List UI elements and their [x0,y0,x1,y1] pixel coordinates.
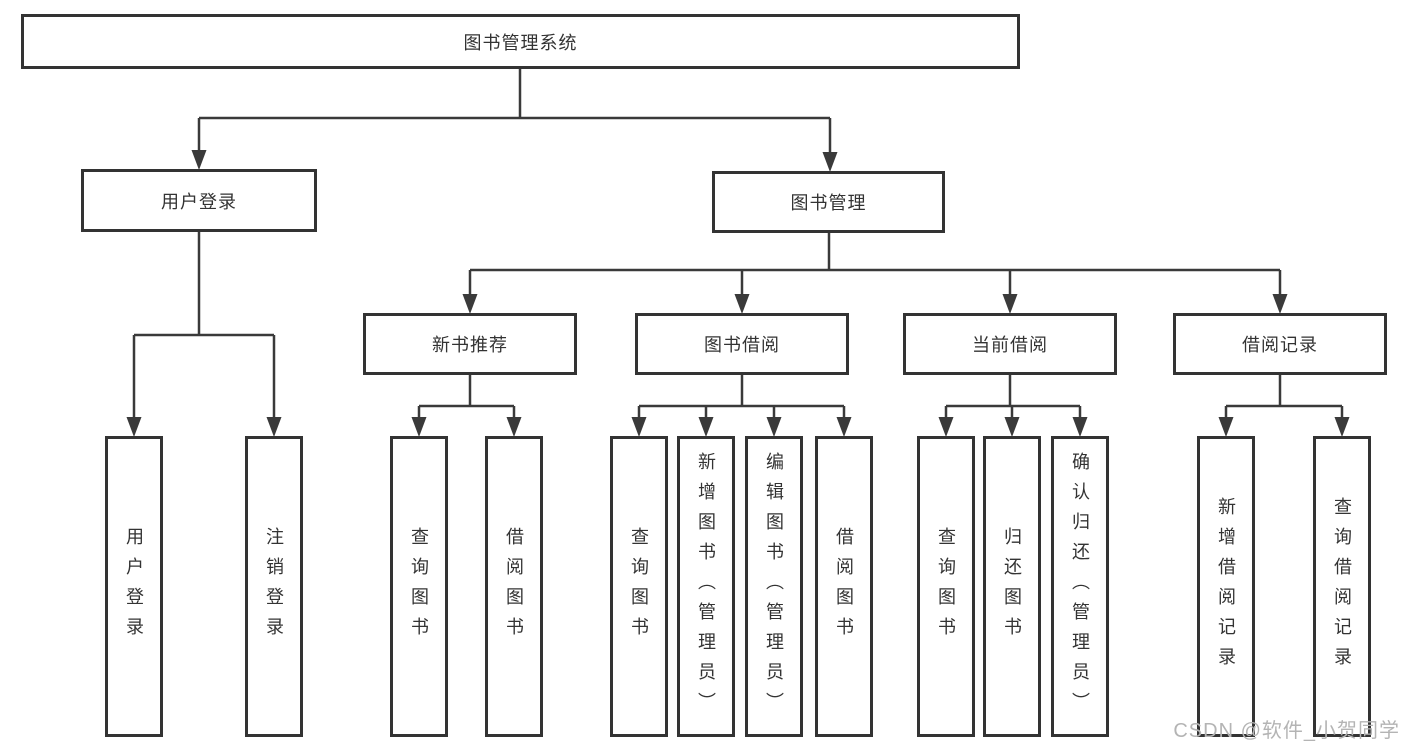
leaf-new-book-borrow-label: 借阅图书 [504,526,524,647]
leaf-current-borrow-query: 查询图书 [917,436,975,737]
leaf-borrow-record-add: 新增借阅记录 [1197,436,1255,737]
leaf-current-borrow-return: 归还图书 [983,436,1041,737]
leaf-borrow-record-add-label: 新增借阅记录 [1216,496,1236,677]
node-user-login: 用户登录 [81,169,317,232]
node-root: 图书管理系统 [21,14,1020,69]
node-book-mgmt: 图书管理 [712,171,945,233]
leaf-book-borrow-borrow: 借阅图书 [815,436,873,737]
leaf-new-book-query-label: 查询图书 [409,526,429,647]
leaf-logout-label: 注销登录 [264,526,284,647]
node-current-borrow-label: 当前借阅 [972,335,1048,355]
leaf-book-borrow-add: 新增图书（管理员） [677,436,735,737]
leaf-current-borrow-query-label: 查询图书 [936,526,956,647]
leaf-book-borrow-query: 查询图书 [610,436,668,737]
csdn-watermark: CSDN @软件_小贺同学 [1173,720,1400,742]
leaf-book-borrow-edit-label: 编辑图书（管理员） [764,451,784,722]
node-borrow-record: 借阅记录 [1173,313,1387,375]
node-new-book-label: 新书推荐 [432,335,508,355]
node-borrow-record-label: 借阅记录 [1242,335,1318,355]
connector-borrow-record-children [1218,375,1350,437]
leaf-current-borrow-confirm-label: 确认归还（管理员） [1070,451,1090,722]
leaf-current-borrow-return-label: 归还图书 [1002,526,1022,647]
leaf-book-borrow-add-label: 新增图书（管理员） [696,451,716,722]
node-current-borrow: 当前借阅 [903,313,1117,375]
node-user-login-label: 用户登录 [161,191,237,212]
node-book-mgmt-label: 图书管理 [790,193,867,213]
node-book-borrow: 图书借阅 [635,313,849,375]
leaf-new-book-query: 查询图书 [390,436,448,737]
connector-book-mgmt-children [462,233,1288,314]
connector-new-book-children [411,375,522,437]
leaf-new-book-borrow: 借阅图书 [485,436,543,737]
leaf-user-login: 用户登录 [105,436,163,737]
connector-root-to-level2 [191,69,838,172]
leaf-book-borrow-edit: 编辑图书（管理员） [745,436,803,737]
leaf-book-borrow-query-label: 查询图书 [629,526,649,647]
node-book-borrow-label: 图书借阅 [704,335,780,355]
node-new-book: 新书推荐 [363,313,577,375]
leaf-user-login-label: 用户登录 [124,526,144,647]
leaf-borrow-record-query-label: 查询借阅记录 [1332,496,1352,677]
leaf-current-borrow-confirm: 确认归还（管理员） [1051,436,1109,737]
leaf-borrow-record-query: 查询借阅记录 [1313,436,1371,737]
connector-user-login-children [126,232,282,437]
connector-current-borrow-children [938,375,1088,437]
leaf-logout: 注销登录 [245,436,303,737]
leaf-book-borrow-borrow-label: 借阅图书 [834,526,854,647]
connector-book-borrow-children [631,375,852,437]
node-root-label: 图书管理系统 [463,32,578,53]
